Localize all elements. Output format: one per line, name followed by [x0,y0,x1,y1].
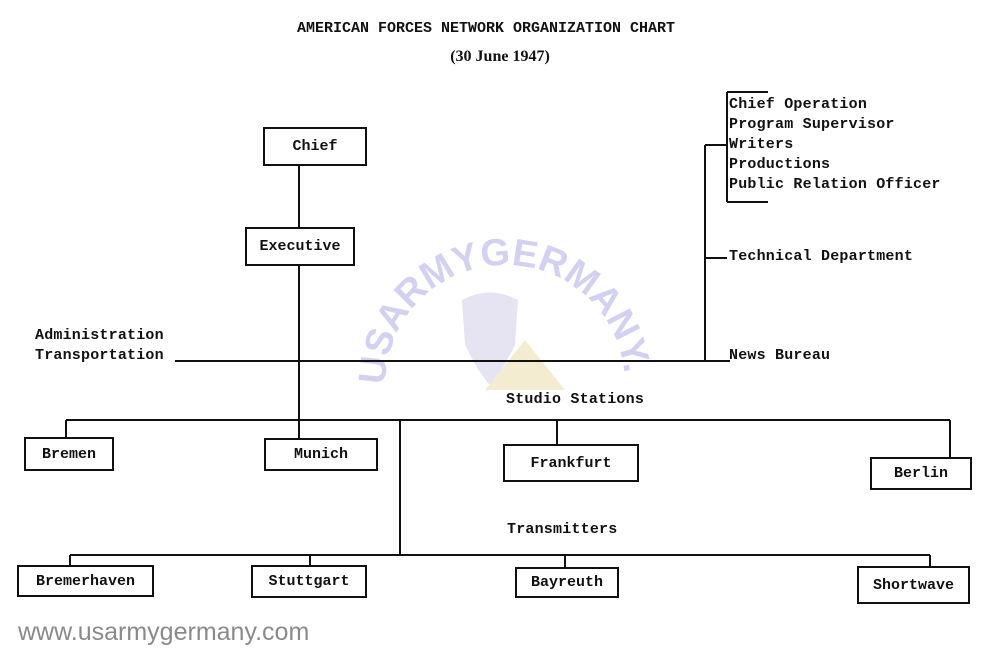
staff-item: Writers [729,136,794,153]
chief-box: Chief [263,127,367,166]
triangle-insignia-icon [485,340,565,390]
station-bremen: Bremen [24,437,114,471]
station-frankfurt: Frankfurt [503,444,639,482]
transmitters-label: Transmitters [507,521,618,538]
staff-item: Productions [729,156,831,173]
transmitter-shortwave: Shortwave [857,566,970,604]
staff-item: Program Supervisor [729,116,895,133]
transmitter-bayreuth: Bayreuth [515,567,619,598]
footer-url: www.usarmygermany.com [18,618,310,646]
station-munich: Munich [264,438,378,471]
station-berlin: Berlin [870,457,972,490]
transmitter-bremerhaven: Bremerhaven [17,565,154,597]
staff-item: Public Relation Officer [729,176,941,193]
transportation-label: Transportation [35,347,164,364]
news-bureau: News Bureau [729,347,831,364]
executive-box: Executive [245,227,355,266]
administration-label: Administration [35,327,164,344]
studio-stations-label: Studio Stations [506,391,645,408]
technical-department: Technical Department [729,248,914,265]
chart-title: AMERICAN FORCES NETWORK ORGANIZATION CHA… [296,20,676,37]
chart-date: (30 June 1947) [450,48,550,65]
staff-item: Chief Operation [729,96,868,113]
transmitter-stuttgart: Stuttgart [251,565,367,598]
